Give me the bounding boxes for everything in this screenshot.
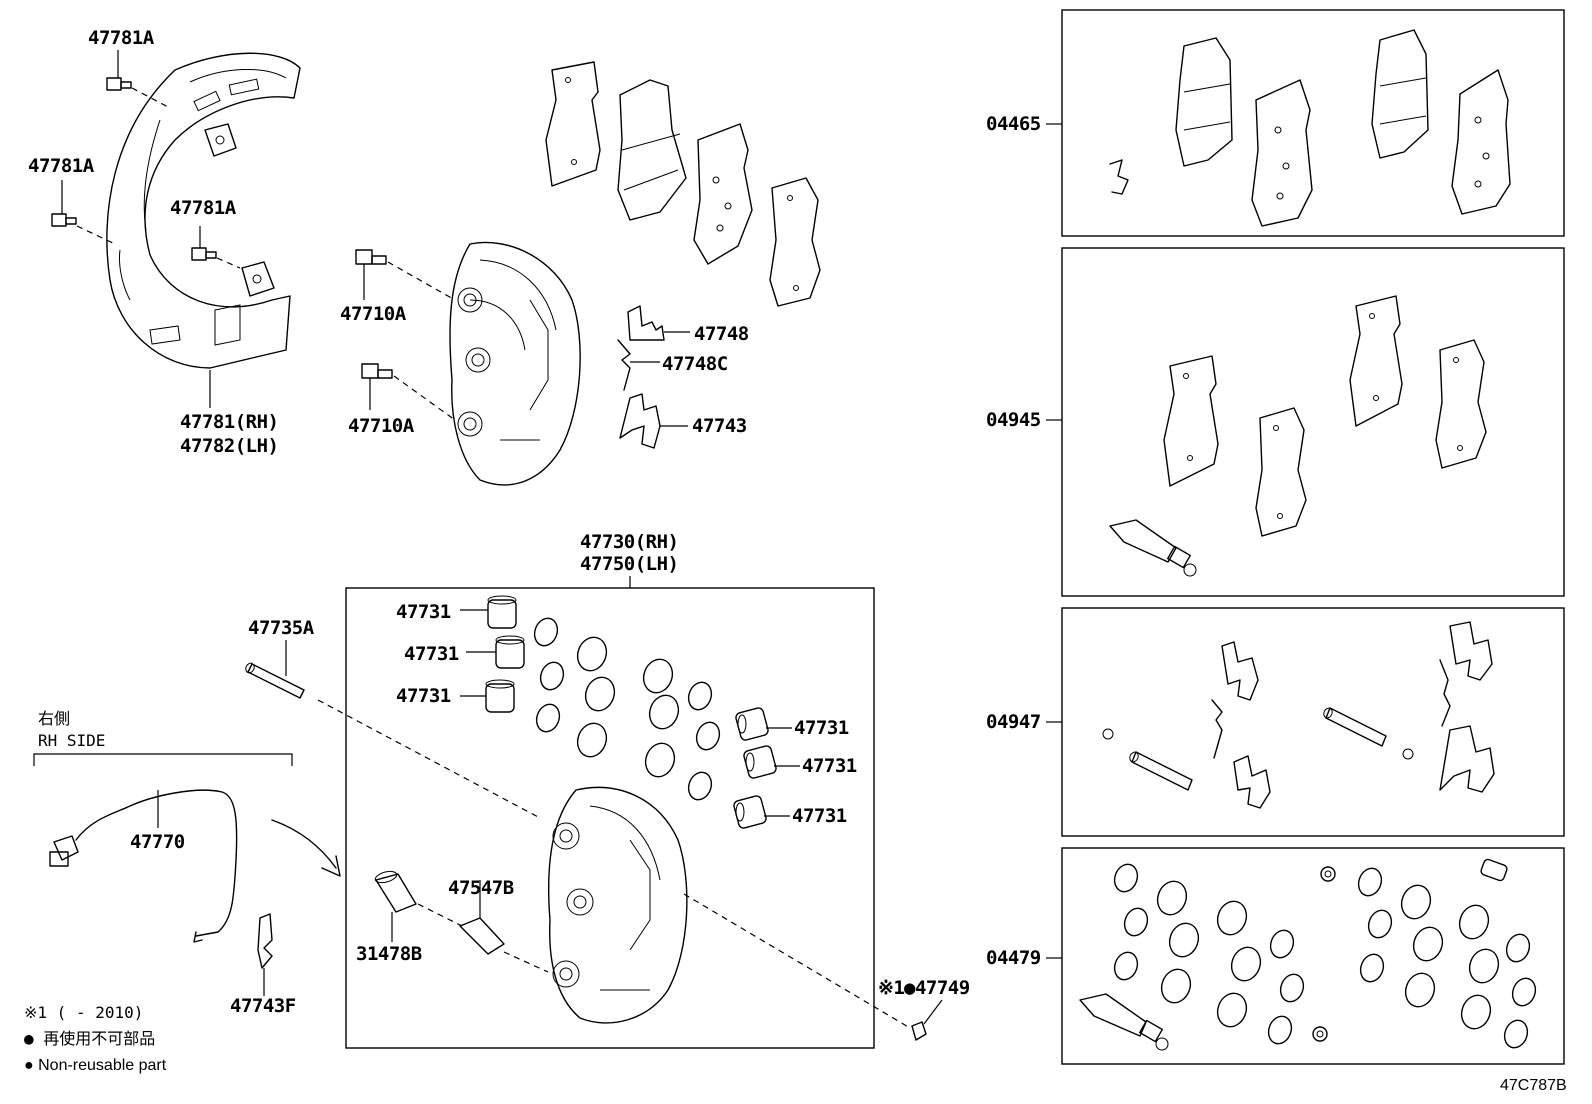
pad-clip-47748 [627,305,690,341]
kit-box-04465 [1061,9,1565,237]
legend-note: ※1 ( - 2010) [24,1003,143,1022]
pistons-left [460,595,525,713]
caliper-upper [449,241,581,486]
label-shield-lh: 47782(LH) [180,435,278,457]
shield-bolt-2 [51,180,116,245]
pad-spring-47743 [619,393,688,449]
pistons-right [733,707,800,829]
label-caliper-bolt-2: 47710A [348,415,415,437]
caliper-bolt-1 [355,249,456,301]
legend-nonreusable-en: ● Non-reusable part [24,1057,167,1074]
label-sensor-clip: 47743F [230,995,296,1017]
label-kit-fitting: 04947 [986,711,1041,733]
label-piston-6: 47731 [792,805,847,827]
label-bleeder: 47547B [448,877,514,899]
label-kit-pad: 04465 [986,113,1041,135]
bushing-31478B [374,870,463,942]
kit-pads [1109,29,1511,227]
shield-bolt-3 [191,226,241,269]
shield-bolt-1 [106,50,171,109]
kit-fittings [1102,621,1495,809]
label-piston-2: 47731 [404,643,459,665]
caliper-assy-box [345,587,875,1049]
label-piston-3: 47731 [396,685,451,707]
label-bushing: 31478B [356,943,422,965]
seal-rings [533,617,721,801]
arrow-icon [271,819,341,877]
side-bracket [33,753,293,766]
label-piston-1: 47731 [396,601,451,623]
label-caliper-assy-lh: 47750(LH) [580,553,678,575]
label-piston-4: 47731 [794,717,849,739]
label-pin: 47735A [248,617,315,639]
bleeder-47547B [459,880,549,973]
pad-clip-47748C [617,339,660,391]
pad-shims [545,61,821,307]
label-wear-sensor: 47770 [130,831,185,853]
label-cap-mark: ※1 [878,977,904,999]
sensor-clip-47743F [257,913,273,996]
label-shield-bolt-2: 47781A [28,155,95,177]
side-label-jp: 右側 [38,709,70,728]
kit-box-04945 [1061,247,1565,597]
label-piston-5: 47731 [802,755,857,777]
label-caliper-bolt-1: 47710A [340,303,407,325]
label-kit-seal: 04479 [986,947,1041,969]
label-shield-bolt-1: 47781A [88,27,155,49]
caliper-lower [548,786,688,1024]
kit-shims [1109,295,1487,577]
kit-box-04479 [1061,847,1565,1065]
label-caliper-assy-rh: 47730(RH) [580,531,678,553]
label-pad-spring: 47743 [692,415,747,437]
kit-seals [1079,858,1537,1051]
label-shield-rh: 47781(RH) [180,411,278,433]
side-label-en: RH SIDE [38,731,105,750]
label-pad-clip-2: 47748C [662,353,728,375]
label-pad-clip-1: 47748 [694,323,749,345]
caliper-bolt-2 [361,363,456,421]
guide-pin [245,640,541,819]
label-cap: ●47749 [904,977,970,999]
diagram-code: 47C787B [1500,1077,1567,1094]
dust-shield [106,52,301,369]
legend-nonreusable-jp: ● 再使用不可部品 [24,1029,155,1048]
label-shield-bolt-3: 47781A [170,197,237,219]
label-kit-shim: 04945 [986,409,1041,431]
wear-sensor-47770 [49,789,238,943]
bleeder-cap-47749 [911,999,943,1041]
